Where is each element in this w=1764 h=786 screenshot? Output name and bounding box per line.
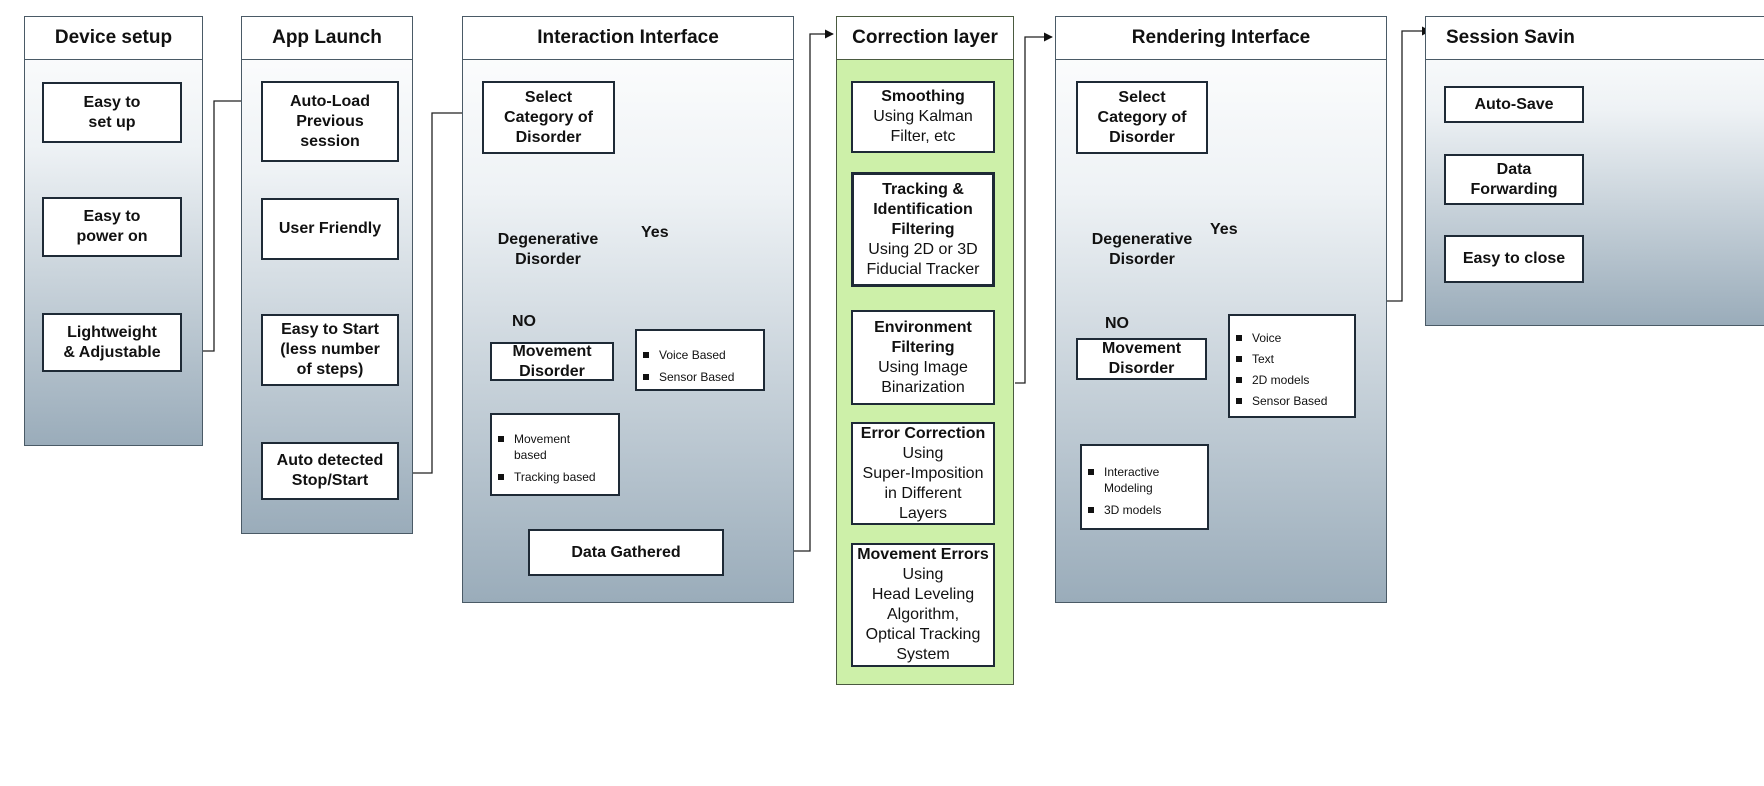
correction-smoothing: Smoothing Using Kalman Filter, etc <box>851 81 995 153</box>
correction-error: Error Correction Using Super-Imposition … <box>851 422 995 525</box>
step-easy-close: Easy to close <box>1444 235 1584 283</box>
item-title: Tracking & Identification Filtering <box>873 180 973 238</box>
item-title: Smoothing <box>881 88 965 105</box>
item-detail: Using Super-Imposition in Different Laye… <box>862 444 984 522</box>
select-category-box: Select Category of Disorder <box>1076 81 1208 154</box>
panel-title: App Launch <box>242 17 412 60</box>
step-auto-save: Auto-Save <box>1444 86 1584 123</box>
panel-title: Rendering Interface <box>1056 17 1386 60</box>
data-gathered-box: Data Gathered <box>528 529 724 576</box>
step-user-friendly: User Friendly <box>261 198 399 260</box>
item-title: Error Correction <box>860 424 986 442</box>
list-item: Sensor Based <box>637 369 763 385</box>
list-item: Text <box>1230 351 1354 367</box>
movement-list: Interactive Modeling 3D models <box>1080 444 1209 530</box>
arrow-app-to-interaction <box>394 108 480 474</box>
list-item: Sensor Based <box>1230 393 1354 409</box>
item-detail: Using 2D or 3D Fiducial Tracker <box>866 240 980 278</box>
item-detail: Using Head Leveling Algorithm, Optical T… <box>865 566 981 663</box>
step-easy-setup: Easy to set up <box>42 82 182 143</box>
correction-environment: Environment Filtering Using Image Binari… <box>851 310 995 405</box>
yes-label: Yes <box>1210 221 1238 238</box>
list-item: Interactive Modeling <box>1082 464 1207 496</box>
step-power-on: Easy to power on <box>42 197 182 257</box>
panel-title: Correction layer <box>837 17 1013 60</box>
step-auto-detected: Auto detected Stop/Start <box>261 442 399 500</box>
step-easy-start: Easy to Start (less number of steps) <box>261 314 399 386</box>
list-item: Tracking based <box>492 469 618 485</box>
item-detail: Using Image Binarization <box>878 358 968 396</box>
step-auto-load: Auto-Load Previous session <box>261 81 399 162</box>
panel-title: Interaction Interface <box>463 17 793 60</box>
step-data-forwarding: Data Forwarding <box>1444 154 1584 205</box>
list-item: 2D models <box>1230 372 1354 388</box>
arrow-rendering-to-session <box>1387 26 1431 302</box>
correction-tracking: Tracking & Identification Filtering Usin… <box>851 172 995 287</box>
select-category-box: Select Category of Disorder <box>482 81 615 154</box>
list-item: 3D models <box>1082 502 1207 518</box>
item-title: Movement Errors <box>857 546 989 563</box>
movement-disorder-box: Movement Disorder <box>1076 338 1207 380</box>
decision-label: Degenerative Disorder <box>497 231 599 268</box>
yes-list: Voice Text 2D models Sensor Based <box>1228 314 1356 418</box>
movement-disorder-box: Movement Disorder <box>490 342 614 381</box>
list-item: Movement based <box>492 431 618 463</box>
panel-title: Device setup <box>25 17 202 60</box>
correction-movement-errors: Movement Errors Using Head Leveling Algo… <box>851 543 995 667</box>
step-lightweight: Lightweight & Adjustable <box>42 313 182 372</box>
list-item: Voice <box>1230 330 1354 346</box>
yes-label: Yes <box>641 224 669 241</box>
panel-title: Session Savin <box>1426 17 1764 60</box>
arrow-correction-to-rendering <box>1015 32 1053 384</box>
no-label: NO <box>1105 315 1129 332</box>
movement-list: Movement based Tracking based <box>490 413 620 496</box>
yes-list: Voice Based Sensor Based <box>635 329 765 391</box>
decision-label: Degenerative Disorder <box>1091 231 1193 268</box>
list-item: Voice Based <box>637 347 763 363</box>
no-label: NO <box>512 313 536 330</box>
item-title: Environment Filtering <box>874 318 972 356</box>
item-detail: Using Kalman Filter, etc <box>873 108 973 145</box>
